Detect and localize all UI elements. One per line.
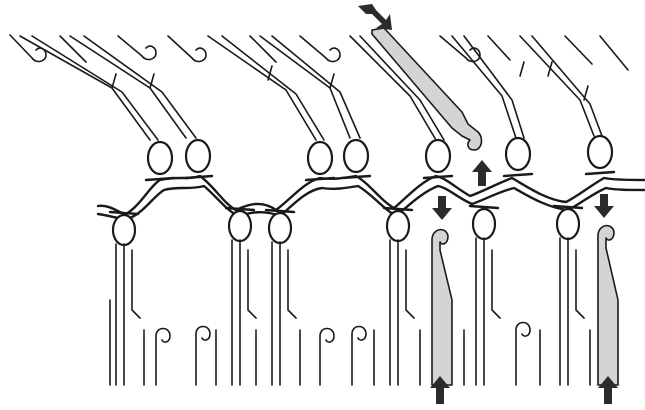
arrow-up-icon (430, 376, 450, 404)
stitch-loops (108, 134, 616, 247)
stitch-loop (184, 138, 212, 174)
stitch-loop (146, 140, 174, 176)
stitch-loop (306, 140, 334, 176)
upper-needle-shaft (207, 35, 317, 141)
stitch-loop (342, 138, 370, 174)
highlighted-upper-needle (371, 27, 483, 151)
stitch-loop (227, 209, 253, 243)
arrow-down-right-icon (358, 4, 392, 30)
needle-butt-line (109, 299, 591, 386)
arrow-down-icon (594, 194, 614, 218)
lower-needle-shaft (559, 237, 585, 386)
upper-needle-shaft (31, 35, 159, 141)
upper-needle-shaft (349, 35, 437, 141)
upper-needle-shaft (451, 35, 517, 139)
upper-needle-hook (299, 35, 341, 63)
upper-needle-shaft (19, 35, 151, 141)
lower-needle-shaft (231, 239, 257, 386)
upper-needle-latch (111, 73, 155, 89)
lower-needle-bed (109, 224, 619, 386)
stitch-loop (586, 134, 614, 170)
upper-needle-hook (564, 35, 593, 65)
idle-needle (319, 327, 335, 386)
idle-needle (351, 325, 367, 386)
upper-needle-hook (59, 35, 87, 63)
upper-needle-shaft (83, 35, 197, 139)
arrow-up-icon (598, 376, 618, 404)
motion-arrows (358, 4, 618, 404)
upper-needle-latch (519, 61, 525, 77)
lower-needle-shaft (389, 239, 415, 386)
upper-needle-hook (167, 35, 207, 63)
upper-needle-latch (267, 65, 335, 89)
upper-needle-shaft (531, 35, 603, 137)
highlighted-lower-needle (431, 228, 453, 386)
idle-needle (515, 321, 531, 386)
upper-needle-bed (9, 27, 629, 151)
upper-needle-shaft (519, 35, 595, 137)
yarn-strand (96, 184, 645, 220)
stitch-loop (111, 213, 137, 247)
upper-needle-shaft (221, 35, 325, 141)
stitch-loop (424, 138, 452, 174)
upper-needle-shaft (599, 35, 629, 71)
highlighted-lower-needle (597, 224, 619, 386)
stitch-loop (504, 136, 532, 172)
upper-needle-shaft (271, 35, 361, 139)
upper-needle-shaft (69, 35, 187, 139)
upper-needle-hook (117, 35, 157, 61)
lower-needle-shaft (271, 241, 297, 386)
idle-needle (155, 327, 171, 386)
lower-needle-shaft (475, 237, 501, 386)
upper-needle-shaft (463, 35, 525, 139)
stitch-loop (385, 209, 411, 243)
loop-wrap (144, 170, 616, 182)
idle-needle (195, 325, 211, 386)
upper-needle-latch (547, 61, 589, 101)
lower-needle-shaft (115, 243, 141, 386)
arrow-down-icon (432, 196, 452, 220)
arrow-up-icon (472, 160, 492, 186)
stitch-loop (267, 211, 293, 245)
stitch-loop (471, 207, 497, 241)
loop-wrap (108, 204, 584, 216)
upper-needle-hook (487, 35, 511, 61)
upper-needle-shaft (359, 35, 445, 141)
upper-needle-hook (249, 35, 277, 63)
stitch-loop (555, 207, 581, 241)
